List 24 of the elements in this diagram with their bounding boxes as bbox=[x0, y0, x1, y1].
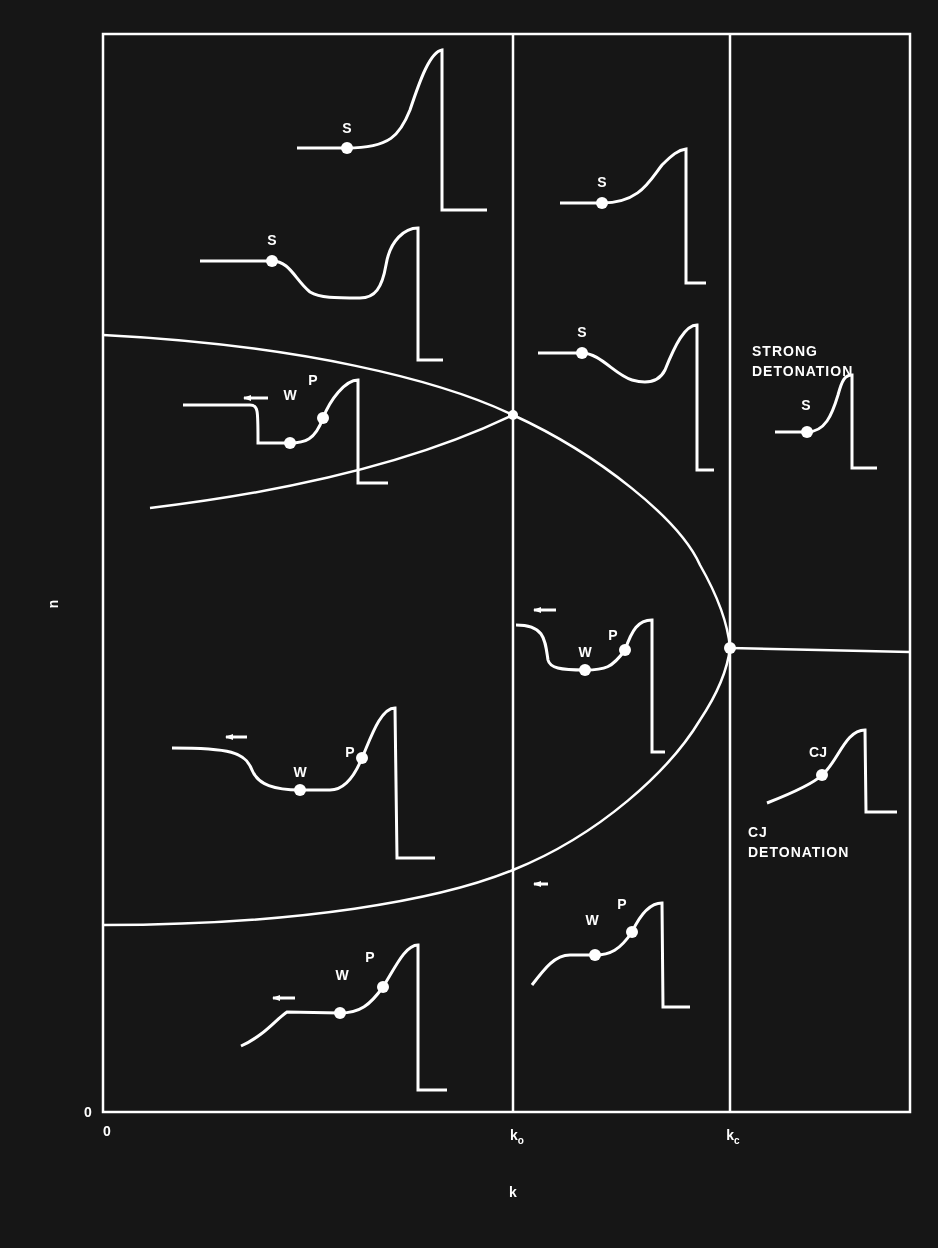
region-label: CJ DETONATION bbox=[748, 823, 851, 863]
tick-label: k$_{c}$ bbox=[726, 1127, 740, 1147]
tick-label: k$_{o}$ bbox=[510, 1127, 524, 1147]
point-label: P bbox=[617, 895, 627, 913]
point-label: W bbox=[585, 911, 599, 929]
point-label: W bbox=[283, 386, 297, 404]
point-label: W bbox=[293, 763, 307, 781]
tick-label: 0 bbox=[103, 1122, 111, 1140]
point-label: W bbox=[335, 966, 349, 984]
region-label: STRONG DETONATION bbox=[752, 342, 855, 382]
point-label: S bbox=[342, 119, 352, 137]
point-label: S bbox=[267, 231, 277, 249]
tick-label: 0 bbox=[84, 1103, 92, 1121]
point-label: S bbox=[577, 323, 587, 341]
point-label: W bbox=[578, 643, 592, 661]
axis-title: k bbox=[509, 1183, 517, 1201]
point-label: S bbox=[597, 173, 607, 191]
point-label: P bbox=[345, 743, 355, 761]
axis-title: u bbox=[46, 599, 64, 609]
point-label: P bbox=[608, 626, 618, 644]
point-label: P bbox=[308, 371, 318, 389]
point-label: S bbox=[801, 396, 811, 414]
point-label: P bbox=[365, 948, 375, 966]
point-label: CJ bbox=[809, 743, 827, 761]
